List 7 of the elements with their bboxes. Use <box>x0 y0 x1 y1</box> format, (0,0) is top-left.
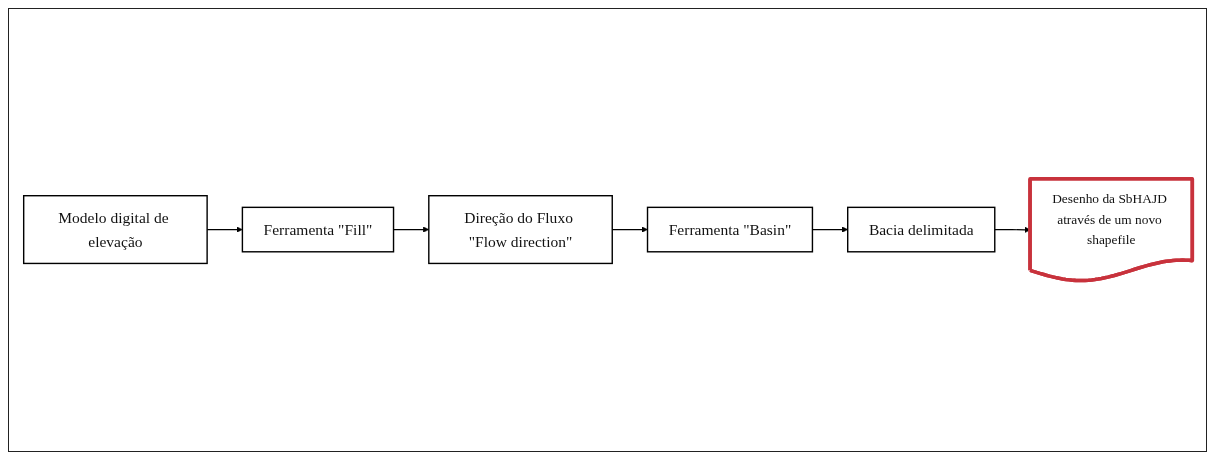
node-box: Ferramenta "Fill" <box>241 207 394 253</box>
node-box: Ferramenta "Basin" <box>646 207 813 253</box>
node-box: Modelo digital de elevação <box>22 195 208 265</box>
arrow <box>611 226 648 234</box>
node-box: Bacia delimitada <box>846 207 995 253</box>
node-box: Direção do Fluxo "Flow direction" <box>427 195 613 265</box>
arrow <box>811 226 848 234</box>
